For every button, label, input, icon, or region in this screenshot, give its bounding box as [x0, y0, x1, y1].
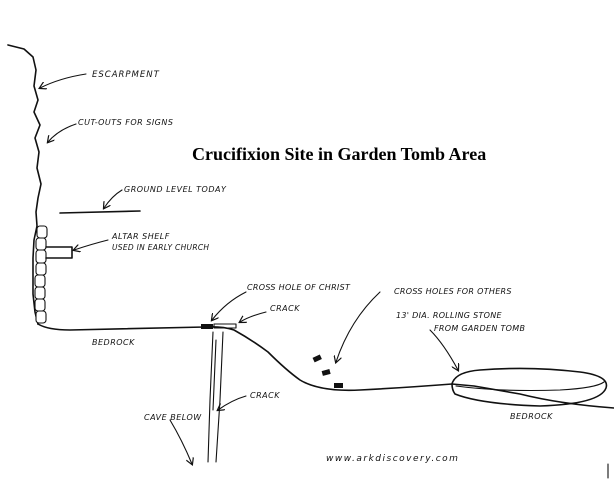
label-ground-level: GROUND LEVEL TODAY	[124, 185, 227, 194]
label-escarpment: ESCARPMENT	[92, 70, 160, 80]
cross-hole-christ-arrow	[212, 291, 247, 320]
label-altar-shelf-line1: ALTAR SHELF	[111, 232, 170, 241]
escarpment-arrow	[40, 73, 87, 88]
label-bedrock-left: BEDROCK	[92, 338, 135, 347]
rolling-stone-arrow	[429, 329, 458, 370]
cross-hole-others-2	[321, 369, 331, 376]
label-cave-below: CAVE BELOW	[144, 413, 202, 422]
cross-hole-others-3	[334, 383, 343, 388]
bedrock-profile	[37, 323, 614, 409]
ground-level-arrow	[104, 189, 123, 208]
lower-crack-line-b	[215, 331, 224, 463]
lower-crack-line-c	[212, 339, 217, 411]
label-rolling-stone-line2: FROM GARDEN TOMB	[434, 324, 525, 333]
label-rolling-stone-line1: 13' DIA. ROLLING STONE	[396, 311, 503, 320]
label-altar-shelf-line2: USED IN EARLY CHURCH	[112, 243, 209, 252]
cave-below-arrow	[169, 419, 192, 464]
lower-crack-line-a	[207, 331, 214, 463]
cross-holes-others-arrow	[336, 291, 381, 362]
escarpment-cliff-line	[7, 44, 42, 325]
label-bedrock-right: BEDROCK	[510, 412, 553, 421]
altar-shelf	[45, 246, 73, 259]
rolling-stone-outline	[451, 367, 608, 407]
label-cross-hole-christ: CROSS HOLE OF CHRIST	[247, 283, 351, 292]
cross-hole-christ-mark	[201, 324, 213, 329]
label-cutouts: CUT-OUTS FOR SIGNS	[78, 118, 173, 127]
upper-crack-notch	[213, 323, 237, 329]
cross-hole-others-1	[312, 354, 322, 363]
label-cross-holes-others: CROSS HOLES FOR OTHERS	[394, 287, 512, 296]
label-upper-crack: CRACK	[270, 304, 300, 313]
ground-level-line	[59, 210, 141, 214]
cutouts-arrow	[48, 123, 77, 142]
diagram-title: Crucifixion Site in Garden Tomb Area	[192, 144, 486, 164]
website-url: www.arkdiscovery.com	[326, 454, 459, 464]
altar-shelf-stones	[34, 225, 48, 324]
lower-crack-arrow	[218, 395, 247, 410]
altar-shelf-arrow	[74, 239, 109, 250]
rolling-stone-inner-edge	[455, 381, 605, 392]
label-lower-crack: CRACK	[250, 391, 280, 400]
upper-crack-arrow	[240, 311, 267, 322]
